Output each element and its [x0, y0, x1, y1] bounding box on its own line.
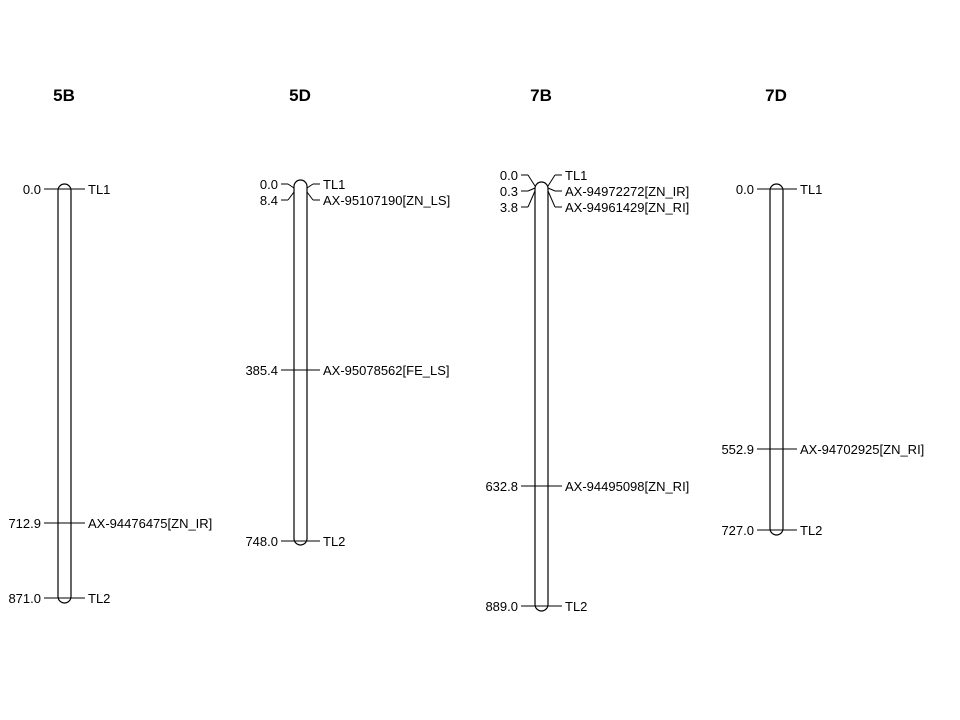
- marker-position: 889.0: [485, 599, 518, 614]
- marker-label: TL2: [800, 523, 822, 538]
- marker: 552.9 AX-94702925[ZN_RI]: [721, 442, 924, 457]
- marker-position: 632.8: [485, 479, 518, 494]
- marker-label: TL2: [565, 599, 587, 614]
- marker-label: AX-94961429[ZN_RI]: [565, 200, 689, 215]
- marker-position: 0.0: [736, 182, 754, 197]
- marker-label: AX-94702925[ZN_RI]: [800, 442, 924, 457]
- marker: 632.8 AX-94495098[ZN_RI]: [485, 479, 689, 494]
- marker-position: 0.0: [260, 177, 278, 192]
- marker-label: TL1: [88, 182, 110, 197]
- marker: 0.3 AX-94972272[ZN_IR]: [500, 184, 689, 199]
- chromosome-bar: [293, 179, 308, 546]
- marker-label: AX-94495098[ZN_RI]: [565, 479, 689, 494]
- marker-position: 727.0: [721, 523, 754, 538]
- chromosome-title: 7B: [530, 86, 552, 105]
- marker-position: 0.0: [500, 168, 518, 183]
- chromosome-7d: 7D 0.0 TL1 552.9 AX-94702925[ZN_RI] 727.…: [721, 86, 924, 538]
- marker-position: 0.3: [500, 184, 518, 199]
- chromosome-title: 5B: [53, 86, 75, 105]
- marker: 727.0 TL2: [721, 523, 822, 538]
- marker-label: AX-95078562[FE_LS]: [323, 363, 449, 378]
- marker-position: 3.8: [500, 200, 518, 215]
- marker-position: 0.0: [23, 182, 41, 197]
- marker-position: 8.4: [260, 193, 278, 208]
- marker-label: TL1: [800, 182, 822, 197]
- marker: 889.0 TL2: [485, 599, 587, 614]
- marker-label: TL1: [323, 177, 345, 192]
- marker: 0.0 TL1: [23, 182, 110, 197]
- marker-position: 712.9: [8, 516, 41, 531]
- marker: 0.0 TL1: [500, 168, 587, 187]
- marker: 0.0 TL1: [736, 182, 822, 197]
- marker-label: AX-95107190[ZN_LS]: [323, 193, 450, 208]
- chromosome-5d: 5D 0.0 TL1 8.4 AX-95107190[ZN_LS] 385.4 …: [245, 86, 450, 549]
- chromosome-bar: [769, 183, 784, 536]
- marker-label: AX-94476475[ZN_IR]: [88, 516, 212, 531]
- marker: 385.4 AX-95078562[FE_LS]: [245, 363, 449, 378]
- chromosome-bar: [534, 181, 549, 612]
- marker-position: 385.4: [245, 363, 278, 378]
- marker-label: TL2: [88, 591, 110, 606]
- chromosome-title: 5D: [289, 86, 311, 105]
- marker: 3.8 AX-94961429[ZN_RI]: [500, 190, 689, 215]
- marker: 748.0 TL2: [245, 534, 345, 549]
- marker-position: 552.9: [721, 442, 754, 457]
- marker: 0.0 TL1: [260, 177, 345, 192]
- marker-position: 871.0: [8, 591, 41, 606]
- chromosome-bar: [57, 183, 72, 604]
- chromosome-7b: 7B 0.0 TL1 0.3 AX-94972272[ZN_IR] 3.8: [485, 86, 689, 614]
- marker: 871.0 TL2: [8, 591, 110, 606]
- marker-label: TL2: [323, 534, 345, 549]
- marker-position: 748.0: [245, 534, 278, 549]
- chromosome-5b: 5B 0.0 TL1 712.9 AX-94476475[ZN_IR] 871.…: [8, 86, 212, 606]
- marker-label: TL1: [565, 168, 587, 183]
- marker: 8.4 AX-95107190[ZN_LS]: [260, 191, 450, 208]
- marker-label: AX-94972272[ZN_IR]: [565, 184, 689, 199]
- chromosome-title: 7D: [765, 86, 787, 105]
- marker: 712.9 AX-94476475[ZN_IR]: [8, 516, 212, 531]
